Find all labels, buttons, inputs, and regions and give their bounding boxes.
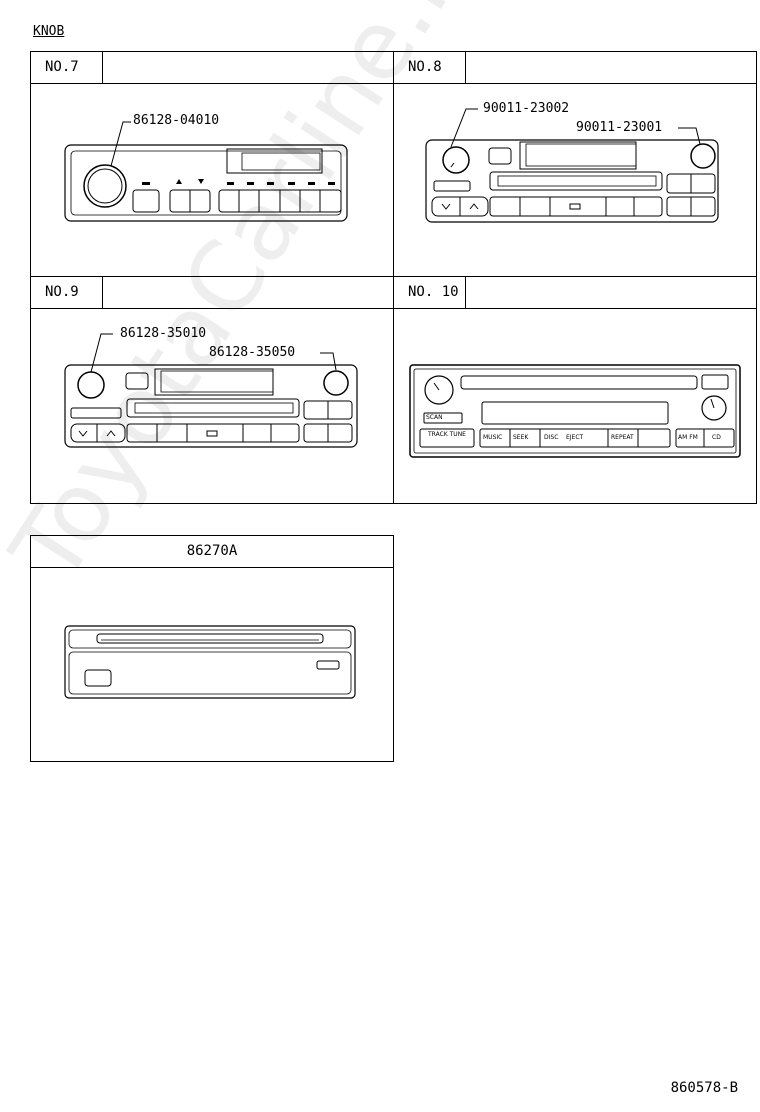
radio-no8-drawing	[425, 108, 719, 223]
part-number-86128-04010: 86128-04010	[133, 113, 220, 128]
no10-cd-label: CD	[712, 434, 721, 441]
no10-seek-label: SEEK	[513, 434, 529, 441]
figure-number: 860578-B	[670, 1080, 738, 1096]
no10-music-label: MUSIC	[483, 434, 503, 441]
page-title: KNOB	[33, 24, 65, 39]
panel-86270a: 86270A	[30, 535, 394, 762]
panel-no10: NO. 10 SCAN TRACK TUNE MUSIC SEEK DISC E…	[393, 276, 757, 504]
radio-no7-drawing	[64, 121, 348, 222]
panel-no8: NO.8 90011-23002 90011-23001	[393, 51, 757, 277]
radio-no10-drawing	[409, 364, 741, 458]
panel-no9-label: NO.9	[31, 277, 103, 309]
panel-no8-label: NO.8	[394, 52, 466, 84]
panel-no7-label: NO.7	[31, 52, 103, 84]
part-number-90011-23001: 90011-23001	[576, 120, 663, 135]
no10-eject-label: EJECT	[566, 434, 584, 441]
no10-scan-label: SCAN	[426, 414, 443, 421]
no10-disc-label: DISC	[544, 434, 559, 441]
part-number-86128-35050: 86128-35050	[209, 345, 296, 360]
no10-amfm-label: AM FM	[678, 434, 698, 441]
part-number-86128-35010: 86128-35010	[120, 326, 207, 341]
panel-no7: NO.7 86128-04010	[30, 51, 394, 277]
part-number-90011-23002: 90011-23002	[483, 101, 570, 116]
cd-changer-drawing	[64, 625, 356, 699]
no10-repeat-label: REPEAT	[611, 434, 634, 441]
panel-no10-label: NO. 10	[394, 277, 466, 309]
panel-86270a-label: 86270A	[31, 536, 393, 568]
no10-track-tune-label: TRACK TUNE	[428, 431, 466, 438]
radio-no9-drawing	[64, 333, 358, 448]
panel-no9: NO.9 86128-35010 86128-35050	[30, 276, 394, 504]
